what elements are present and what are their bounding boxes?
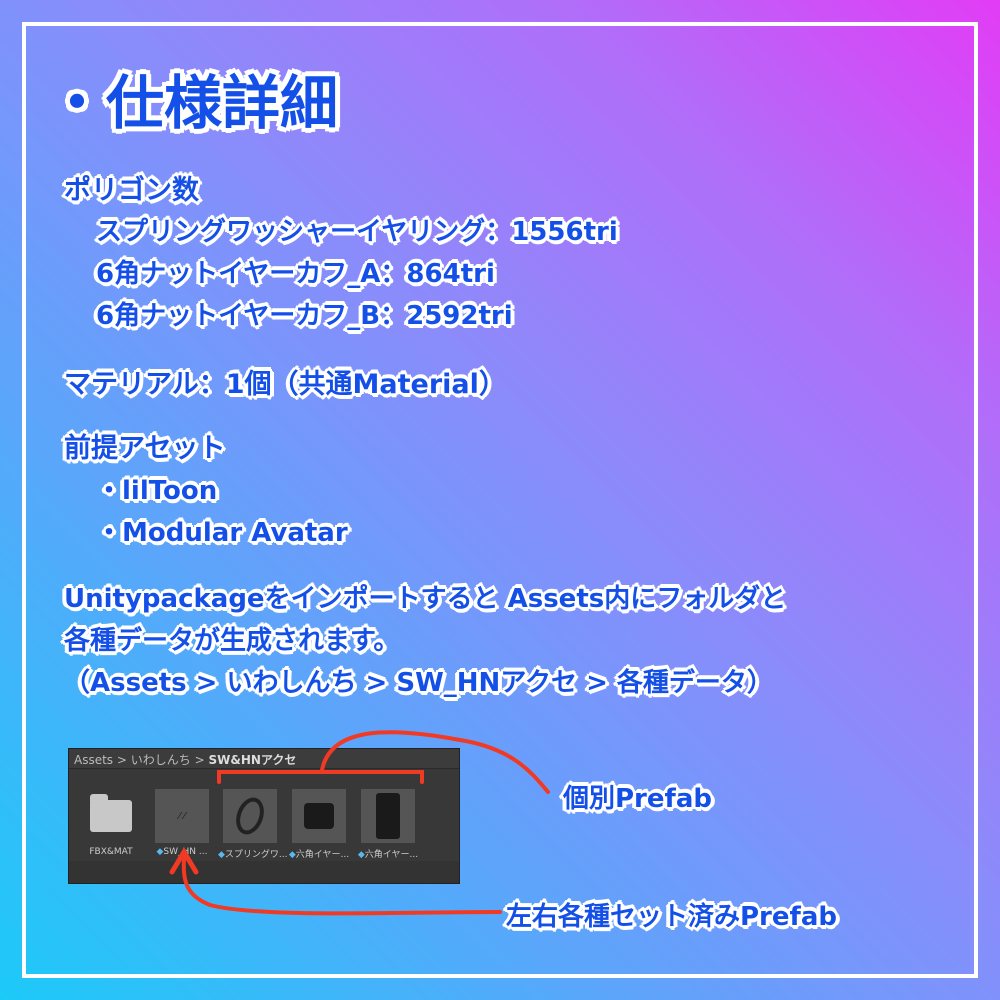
prereq-item: ・Modular Avatar: [96, 518, 348, 548]
prefab-icon: ◆: [156, 847, 164, 857]
prefab-thumbnail: [292, 789, 346, 843]
asset-label: FBX&MAT: [89, 847, 133, 857]
asset-prefab[interactable]: ◆スプリングワ...: [218, 789, 288, 860]
polygon-item: 6角ナットイヤーカフ_B：2592tri: [96, 301, 513, 331]
polygon-heading: ポリゴン数: [64, 175, 199, 206]
breadcrumb: Assets > いわしんち > SW&HNアクセ: [69, 749, 459, 769]
curve-arrow: [320, 730, 550, 794]
prefab-thumbnail: ⁄ ⁄: [155, 789, 209, 843]
page-title: ・仕様詳細: [48, 69, 339, 137]
prefab-thumbnail: [223, 789, 277, 843]
import-note: Unitypackageをインポートすると Assets内にフォルダと: [64, 584, 787, 614]
asset-label: スプリングワ...: [224, 850, 288, 860]
import-path: （Assets > いわしんち > SW_HNアクセ > 各種データ）: [64, 668, 773, 698]
prefab-thumbnail: [361, 789, 415, 843]
polygon-item: スプリングワッシャーイヤリング：1556tri: [96, 217, 618, 247]
asset-folder[interactable]: FBX&MAT: [79, 789, 143, 857]
status-bar: [69, 861, 459, 883]
annotation-individual-prefab: 個別Prefab: [563, 784, 712, 814]
breadcrumb-item[interactable]: SW&HNアクセ: [208, 753, 297, 767]
polygon-item: 6角ナットイヤーカフ_A：864tri: [96, 259, 495, 289]
breadcrumb-separator: >: [194, 753, 205, 767]
prefab-icon: ◆: [288, 850, 296, 860]
annotation-set-prefab: 左右各種セット済みPrefab: [506, 902, 837, 932]
bracket-mark: [217, 770, 424, 784]
breadcrumb-separator: >: [116, 753, 127, 767]
asset-label: 六角イヤー...: [364, 850, 419, 860]
asset-prefab[interactable]: ◆六角イヤー...: [287, 789, 351, 860]
prereq-item: ・lilToon: [96, 476, 218, 506]
white-frame: [22, 22, 978, 978]
prereq-heading: 前提アセット: [64, 433, 226, 464]
asset-prefab[interactable]: ◆六角イヤー...: [356, 789, 420, 860]
breadcrumb-item[interactable]: Assets: [74, 753, 114, 767]
folder-icon: [90, 794, 132, 832]
curve-arrow: [181, 856, 502, 916]
prefab-icon: ◆: [218, 850, 225, 860]
arrow-head: [169, 847, 199, 875]
breadcrumb-item[interactable]: いわしんち: [130, 753, 191, 767]
import-note: 各種データが生成されます。: [64, 626, 400, 656]
asset-label: 六角イヤー...: [295, 850, 350, 860]
material-line: マテリアル：1個（共通Material）: [64, 369, 506, 400]
prefab-icon: ◆: [357, 850, 365, 860]
